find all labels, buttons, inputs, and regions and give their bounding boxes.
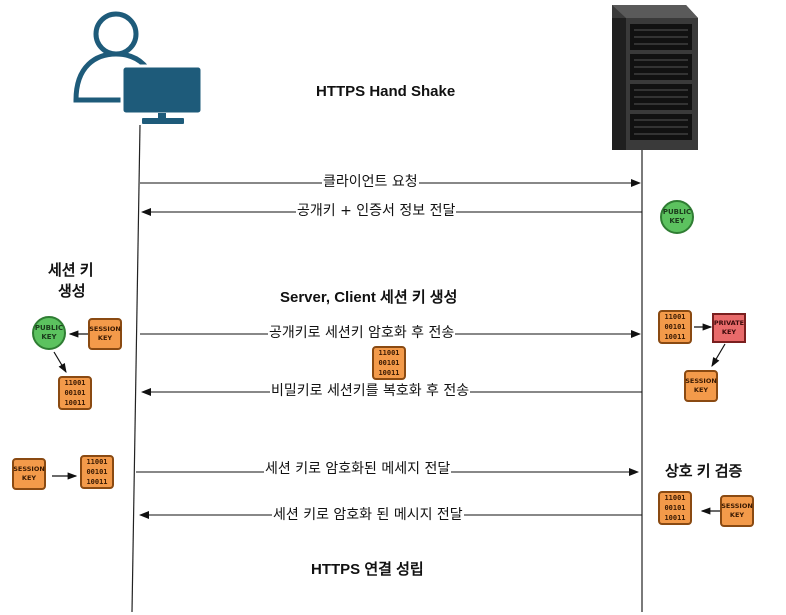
message-cert: 공개키 + 인증서 정보 전달 <box>296 203 457 219</box>
section-key-generation: Server, Client 세션 키 생성 <box>280 289 458 306</box>
section-connection-complete: HTTPS 연결 성립 <box>311 561 424 578</box>
message-encrypt-session: 공개키로 세션키 암호화 후 전송 <box>268 325 456 341</box>
message-encrypted: 세션 키로 암호화된 메세지 전달 <box>264 461 452 477</box>
diagram-title: HTTPS Hand Shake <box>316 83 456 100</box>
mutual-key-check-label: 상호 키 검증 <box>665 463 743 480</box>
monitor-icon <box>120 64 204 124</box>
server-rack-icon <box>612 5 698 150</box>
session-key-gen-label-line2: 생성 <box>58 283 86 300</box>
message-client-request: 클라이언트 요청 <box>322 174 419 190</box>
message-decrypt-session: 비밀키로 세션키를 복호화 후 전송 <box>270 383 471 399</box>
message-encrypted-back: 세션 키로 암호화 된 메시지 전달 <box>272 507 464 523</box>
session-key-gen-label-line1: 세션 키 <box>48 262 94 279</box>
arrow-public-to-bin <box>53 351 67 374</box>
client-lifeline <box>131 124 141 613</box>
arrow-private-to-session <box>711 343 726 368</box>
